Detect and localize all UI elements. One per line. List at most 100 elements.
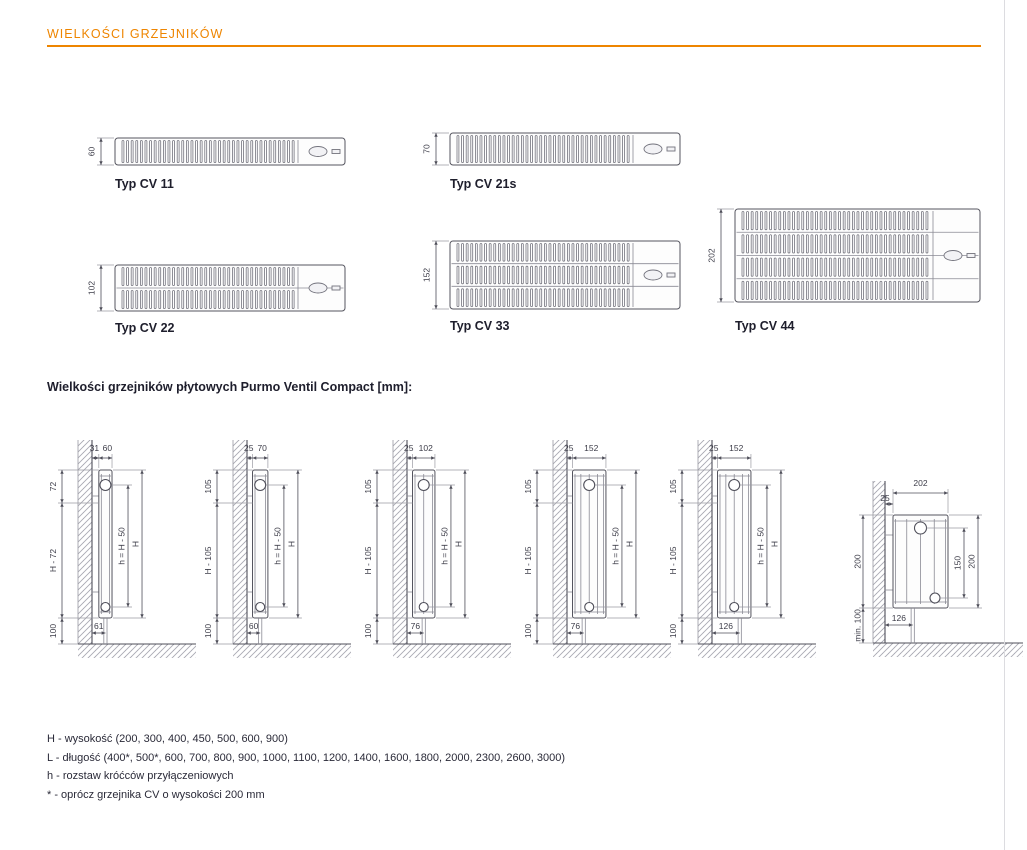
- dim-label: H: [131, 541, 141, 547]
- valve-connection: [728, 478, 741, 492]
- wall-hatch: [78, 440, 92, 644]
- dim-label: 25: [244, 443, 254, 453]
- dim-label: 105: [203, 479, 213, 493]
- dim-label: 152: [729, 443, 743, 453]
- legend-line-length: L - długość (400*, 500*, 600, 700, 800, …: [47, 751, 566, 764]
- dim-label: 202: [913, 478, 927, 488]
- dim-label: 200: [967, 554, 977, 568]
- dim-label: 60: [103, 443, 113, 453]
- plan-view-caption: Typ CV 21s: [450, 177, 517, 191]
- dim-label: 126: [892, 613, 906, 623]
- dim-label: H - 105: [668, 546, 678, 574]
- dim-label: h = H - 50: [272, 527, 282, 565]
- valve-insert: [943, 250, 963, 261]
- legend-line-spacing: h - rozstaw króćców przyłączeniowych: [47, 770, 234, 782]
- dim-label: H: [769, 541, 779, 547]
- installation-view-cv33: 25 152 105 H - 105 100 h = H - 50 H 76: [523, 428, 673, 664]
- dim-label: 105: [523, 479, 533, 493]
- dim-label: 126: [719, 621, 733, 631]
- dim-label: 60: [87, 147, 97, 157]
- dim-label: 70: [257, 443, 267, 453]
- dim-label: h = H - 50: [439, 527, 449, 565]
- legend-line-height: H - wysokość (200, 300, 400, 450, 500, 6…: [47, 733, 288, 745]
- wall-hatch: [233, 440, 247, 644]
- installation-view-cv22: 25 102 105 H - 105 100 h = H - 50 H 76: [363, 428, 513, 664]
- dim-label: 76: [411, 621, 421, 631]
- dim-label: 105: [363, 479, 373, 493]
- bottom-connection: [929, 592, 941, 604]
- dim-label: H - 105: [523, 546, 533, 574]
- dim-label: 25: [564, 443, 574, 453]
- bottom-connection: [100, 601, 111, 613]
- dim-label: 70: [422, 144, 432, 154]
- header-rule: [47, 45, 981, 47]
- page-title: WIELKOŚCI GRZEJNIKÓW: [47, 27, 224, 41]
- bottom-connection: [729, 601, 740, 613]
- dim-label: 150: [953, 556, 963, 570]
- dim-label: 105: [668, 479, 678, 493]
- dim-label: H - 105: [363, 546, 373, 574]
- wall-hatch: [393, 440, 407, 644]
- dim-label: H: [624, 541, 634, 547]
- valve-connection: [417, 478, 430, 492]
- floor-hatch: [873, 643, 1023, 657]
- valve-connection: [913, 521, 928, 535]
- dim-label: 152: [422, 268, 432, 282]
- bottom-connection: [255, 601, 266, 613]
- valve-connection: [254, 478, 267, 492]
- legend: H - wysokość (200, 300, 400, 450, 500, 6…: [47, 730, 565, 804]
- dim-label: 100: [203, 624, 213, 638]
- floor-hatch: [78, 644, 196, 658]
- dim-label: h = H - 50: [610, 527, 620, 565]
- dim-label: min. 100: [853, 609, 863, 642]
- dim-label: 25: [880, 493, 890, 503]
- plan-view-caption: Typ CV 22: [115, 321, 175, 335]
- dim-label: 60: [249, 621, 259, 631]
- dim-label: 76: [571, 621, 581, 631]
- dim-label: H: [286, 541, 296, 547]
- plan-view-caption: Typ CV 33: [450, 319, 510, 333]
- valve-insert: [643, 143, 663, 155]
- section-heading: Wielkości grzejników płytowych Purmo Ven…: [47, 380, 413, 394]
- wall-hatch: [873, 481, 885, 643]
- dim-label: H: [453, 541, 463, 547]
- radiator-body: [252, 469, 269, 619]
- plan-view-caption: Typ CV 44: [735, 319, 795, 333]
- dim-label: 100: [668, 624, 678, 638]
- dim-label: 100: [48, 624, 58, 638]
- dim-label: 100: [523, 624, 533, 638]
- bottom-connection: [584, 601, 595, 613]
- dim-label: H - 105: [203, 546, 213, 574]
- corner-view-figure: 202 25 200 min. 100 150 200 126: [853, 473, 1025, 685]
- wall-hatch: [553, 440, 567, 644]
- dim-label: h = H - 50: [755, 527, 765, 565]
- floor-hatch: [233, 644, 351, 658]
- dim-label: h = H - 50: [117, 527, 127, 565]
- dim-label: 102: [419, 443, 433, 453]
- radiator-body: [98, 469, 113, 619]
- dim-label: 72: [48, 482, 58, 492]
- dim-label: 200: [853, 554, 863, 568]
- valve-insert: [308, 282, 328, 294]
- installation-view-cv44: 25 152 105 H - 105 100 h = H - 50 H 126: [668, 428, 818, 664]
- dim-label: 102: [87, 281, 97, 295]
- dim-label: 100: [363, 624, 373, 638]
- legend-line-note: * - oprócz grzejnika CV o wysokości 200 …: [47, 788, 265, 801]
- dim-label: 152: [584, 443, 598, 453]
- dim-label: H - 72: [48, 549, 58, 572]
- dim-label: 31: [90, 443, 100, 453]
- dim-label: 25: [404, 443, 414, 453]
- dim-label: 61: [94, 621, 104, 631]
- bottom-connection: [418, 601, 429, 613]
- floor-hatch: [393, 644, 511, 658]
- valve-connection: [583, 478, 596, 492]
- floor-hatch: [698, 644, 816, 658]
- dim-label: 25: [709, 443, 719, 453]
